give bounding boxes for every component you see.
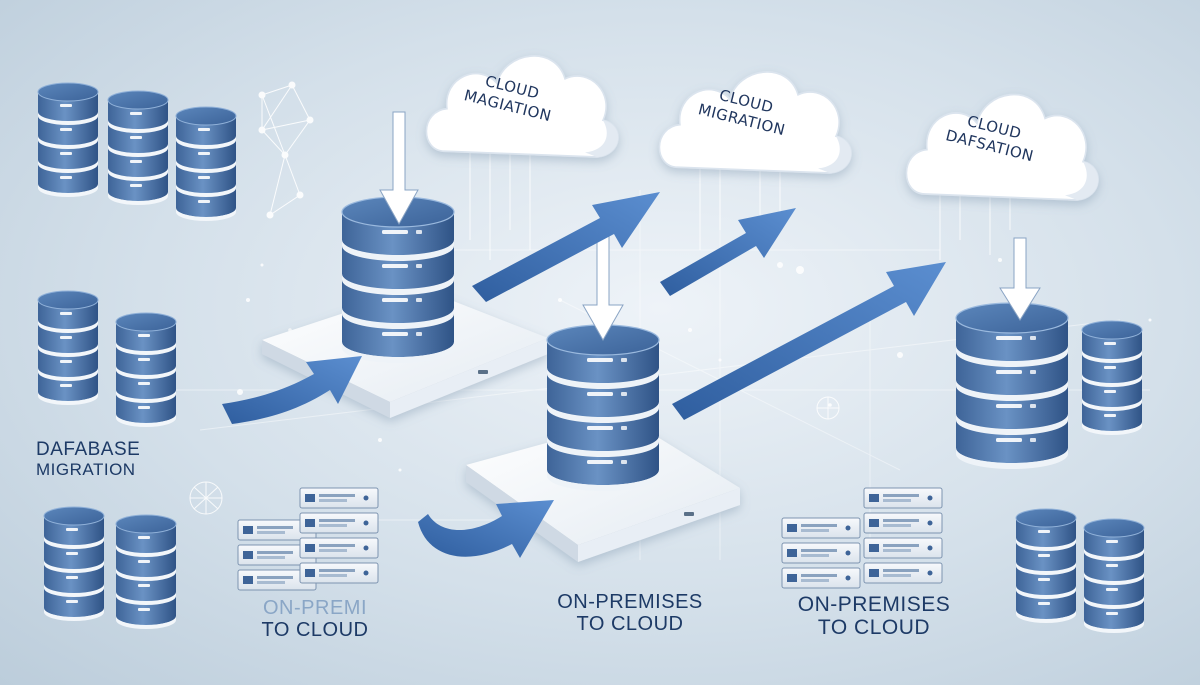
globe-icon — [189, 396, 840, 515]
database-cluster-bottom-left — [44, 507, 176, 629]
database-migration-label-line2: MIGRATION — [36, 459, 136, 479]
database-migration-label: DAFABASE MIGRATION — [36, 439, 196, 479]
migration-arrows — [222, 192, 946, 558]
database-cluster-top-left — [38, 83, 236, 221]
arrow-down-icon — [379, 111, 1041, 342]
sparkle-dots — [237, 258, 1152, 472]
network-node-icon — [258, 81, 314, 219]
onprem-label-left-line2: TO CLOUD — [261, 618, 369, 641]
database-target-right — [956, 303, 1068, 469]
onprem-label-center: ON-PREMISES TO CLOUD — [530, 591, 730, 635]
server-rack-left — [237, 487, 379, 591]
onprem-label-right: ON-PREMISES TO CLOUD — [774, 593, 974, 639]
database-main-center — [547, 325, 659, 491]
onprem-label-center-line1: ON-PREMISES — [557, 591, 703, 613]
onprem-label-right-line2: TO CLOUD — [817, 615, 931, 639]
onprem-label-left-line1: ON-PREMI — [263, 597, 367, 619]
server-rack-right — [781, 487, 943, 589]
onprem-label-center-line2: TO CLOUD — [576, 612, 684, 635]
onprem-label-right-line1: ON-PREMISES — [797, 593, 951, 616]
database-cluster-mid-left — [38, 291, 176, 427]
onprem-label-left: ON-PREMI TO CLOUD — [240, 597, 390, 641]
database-migration-label-line1: DAFABASE — [36, 439, 141, 460]
